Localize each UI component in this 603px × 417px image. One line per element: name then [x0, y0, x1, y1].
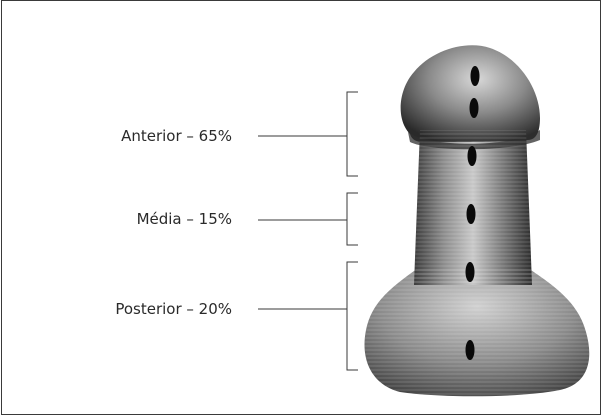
label-posterior: Posterior – 20%: [52, 300, 232, 318]
bracket-anterior: [347, 92, 358, 176]
label-media: Média – 15%: [52, 210, 232, 228]
mark-4: [467, 204, 476, 224]
mark-3: [468, 146, 477, 166]
mark-6: [466, 340, 475, 360]
bracket-media: [347, 193, 358, 245]
mark-1: [471, 66, 480, 86]
mark-2: [470, 98, 479, 118]
organ-illustration: [364, 45, 589, 396]
organ-head: [401, 45, 540, 142]
region-brackets: [258, 92, 358, 370]
bracket-posterior: [347, 262, 358, 370]
mark-5: [466, 262, 475, 282]
label-anterior: Anterior – 65%: [52, 127, 232, 145]
